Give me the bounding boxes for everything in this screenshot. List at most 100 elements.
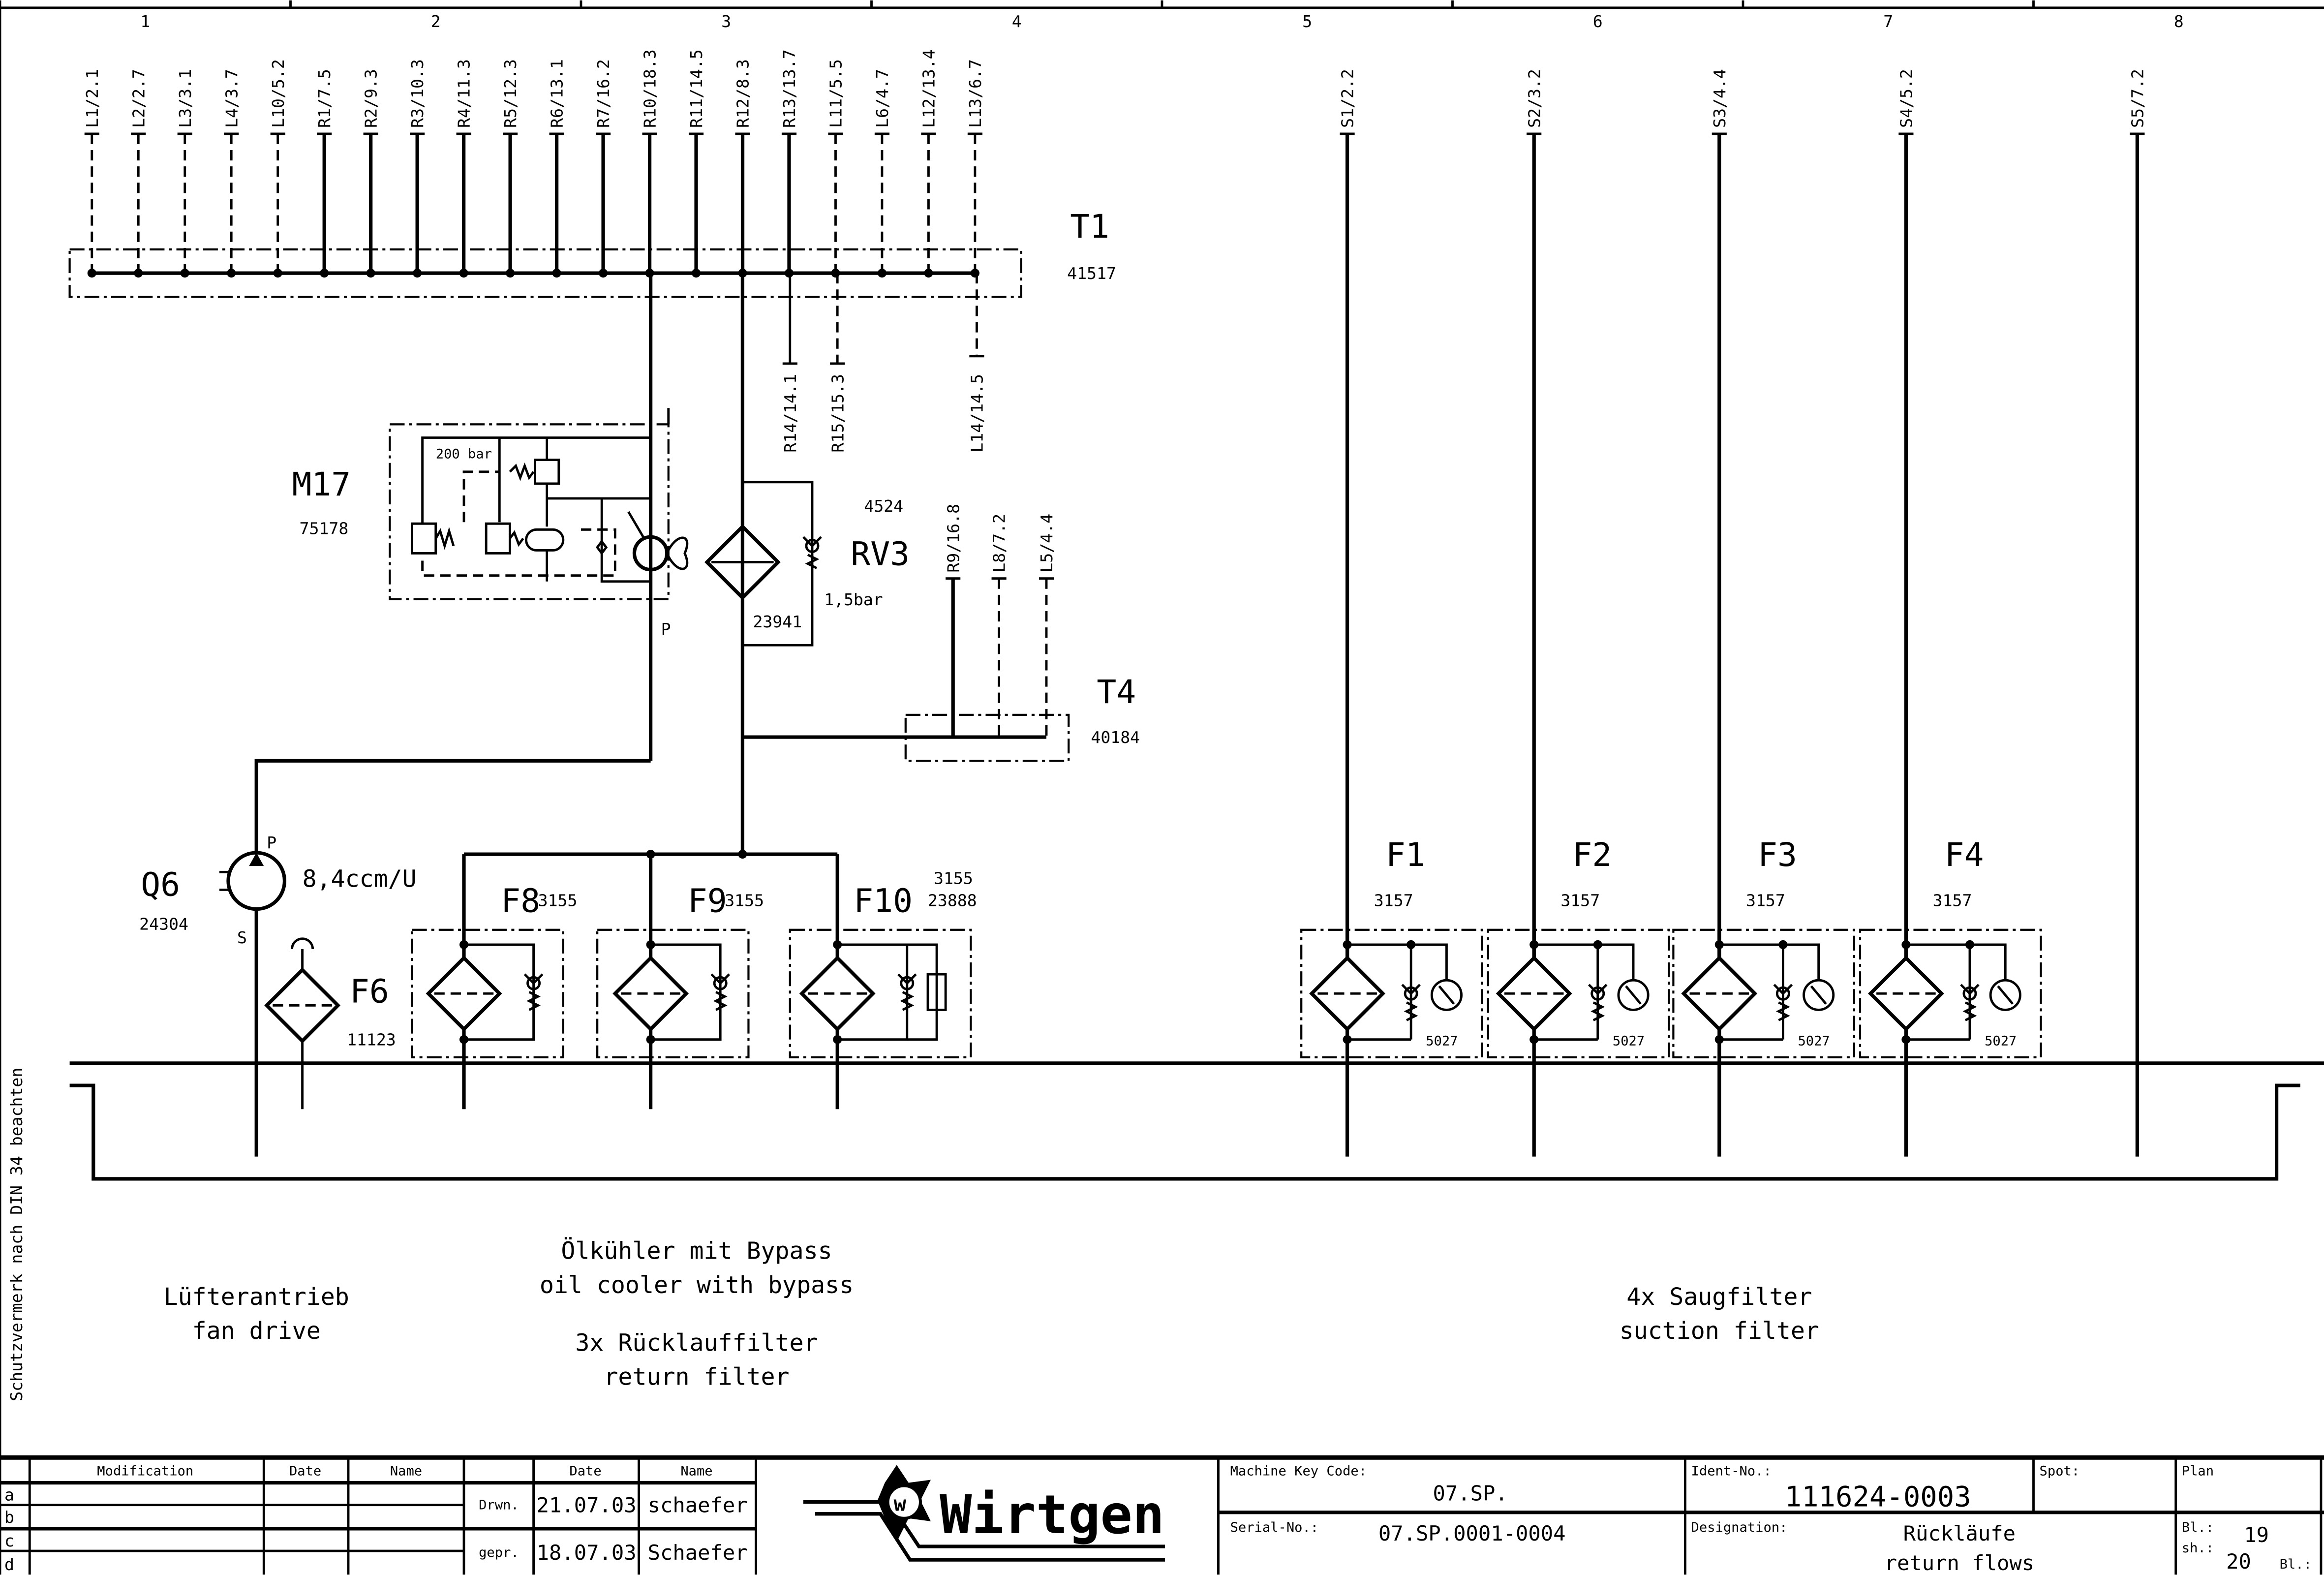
filter-code: 3157 — [1560, 891, 1600, 910]
oil-cooler: 23941 4524 RV3 1,5bar — [704, 273, 910, 855]
machine-key: 07.SP. — [1433, 1482, 1508, 1506]
gauge-line — [1534, 943, 1635, 981]
caption-fan-de: Lüfterantrieb — [164, 1283, 349, 1311]
column-number: 4 — [1012, 12, 1022, 31]
date-header: Date — [569, 1463, 601, 1479]
junction-dot — [273, 269, 282, 278]
return-filter-symbols — [411, 854, 972, 1110]
gauge-icon — [1617, 979, 1650, 1011]
row-c: c — [4, 1531, 14, 1550]
bypass-line — [463, 943, 535, 1041]
bl-value: 19 — [2244, 1523, 2269, 1547]
sh-value: 20 — [2226, 1549, 2251, 1574]
gepr-name: Schaefer — [648, 1541, 748, 1565]
q6-code: 24304 — [139, 915, 188, 934]
junction-dot — [459, 269, 468, 278]
junction-dot — [1714, 940, 1724, 949]
column-number: 3 — [721, 12, 731, 31]
filter-housing — [411, 928, 564, 1058]
spring-icon — [1404, 1001, 1418, 1021]
gauge-line — [1347, 943, 1448, 981]
q6-port-s: S — [237, 928, 247, 947]
t4-line-r9: R9/16.8 — [944, 504, 963, 573]
suction-line-label: S2/3.2 — [1525, 69, 1544, 128]
caption-suction-en: suction filter — [1620, 1317, 1819, 1345]
filter-name: F3 — [1758, 835, 1797, 874]
ident-label: Ident-No.: — [1691, 1463, 1772, 1479]
drwn-label: Drwn. — [479, 1498, 519, 1513]
drwn-name: schaefer — [648, 1493, 748, 1517]
check-valve-icon — [1590, 986, 1605, 1001]
f9-code: 3155 — [725, 891, 764, 910]
check-valve-icon — [900, 976, 915, 990]
junction-dot — [1778, 940, 1788, 949]
filter-housing — [1300, 928, 1483, 1058]
suction-line-label: S1/2.2 — [1338, 69, 1357, 128]
gepr-date: 18.07.03 — [537, 1541, 637, 1565]
line-label: L12/13.4 — [919, 49, 938, 128]
check-valve-seat — [523, 973, 544, 985]
drwn-date: 21.07.03 — [537, 1493, 637, 1517]
check-valve-seat — [1960, 984, 1980, 995]
t4-line-l8: L8/7.2 — [990, 514, 1009, 573]
spring-icon — [1962, 1001, 1977, 1021]
bl-label: Bl.: — [2182, 1520, 2214, 1535]
filter-housing — [1487, 928, 1670, 1058]
gauge-code: 5027 — [1613, 1034, 1645, 1049]
gauge-needle — [1997, 985, 2014, 1005]
mod-header: Modification — [97, 1463, 193, 1479]
t4-code: 40184 — [1091, 728, 1140, 747]
junction-dot — [833, 940, 842, 949]
plan-label: Plan — [2182, 1463, 2214, 1479]
gepr-label: gepr. — [479, 1545, 519, 1560]
check-valve-icon — [526, 976, 541, 990]
check-valve-icon — [1962, 986, 1977, 1001]
junction-dot — [1714, 1035, 1724, 1044]
row-a: a — [4, 1485, 14, 1505]
junction-dot — [459, 1035, 469, 1044]
junction-dot — [134, 269, 143, 278]
junction-dot — [87, 269, 96, 278]
spring-icon — [526, 991, 541, 1011]
wirtgen-logo: w Wirtgen — [803, 1465, 1165, 1562]
junction-dot — [1343, 1035, 1352, 1044]
f6-code: 11123 — [347, 1030, 396, 1050]
cooler-code: 23941 — [753, 612, 802, 631]
junction-dot — [831, 269, 840, 278]
line-label: R11/14.5 — [687, 49, 706, 128]
junction-dot — [1343, 940, 1352, 949]
line-label: L6/4.7 — [873, 69, 892, 128]
spring-icon — [1775, 1001, 1790, 1021]
junction-dot — [1529, 1035, 1539, 1044]
junction-dot — [227, 269, 236, 278]
t4-manifold: R9/16.8 L8/7.2 L5/4.4 T4 40184 — [742, 504, 1140, 762]
junction-dot — [877, 269, 887, 278]
junction-dot — [1901, 940, 1911, 949]
branch-lines: R14/14.1 R15/15.3 L14/14.5 — [781, 273, 986, 453]
gauge-icon — [1989, 979, 2021, 1011]
logo-text: Wirtgen — [940, 1483, 1164, 1546]
junction-dot — [833, 1035, 842, 1044]
junction-dot — [1901, 1035, 1911, 1044]
row-b: b — [4, 1508, 14, 1527]
caption-return-de: 3x Rücklauffilter — [575, 1329, 818, 1357]
column-number: 6 — [1593, 12, 1603, 31]
junction-dot — [691, 269, 701, 278]
junction-dot — [970, 269, 979, 278]
line-label: R13/13.7 — [780, 49, 799, 128]
check-valve-seat — [1401, 984, 1421, 995]
serial-label: Serial-No.: — [1230, 1520, 1319, 1535]
junction-dot — [1593, 940, 1602, 949]
t1-manifold: T1 41517 — [68, 207, 1116, 298]
spring-icon — [900, 991, 915, 1011]
branch-label-r14: R14/14.1 — [781, 374, 800, 453]
filter-name: F4 — [1945, 835, 1984, 874]
filter-code: 3157 — [1933, 891, 1972, 910]
